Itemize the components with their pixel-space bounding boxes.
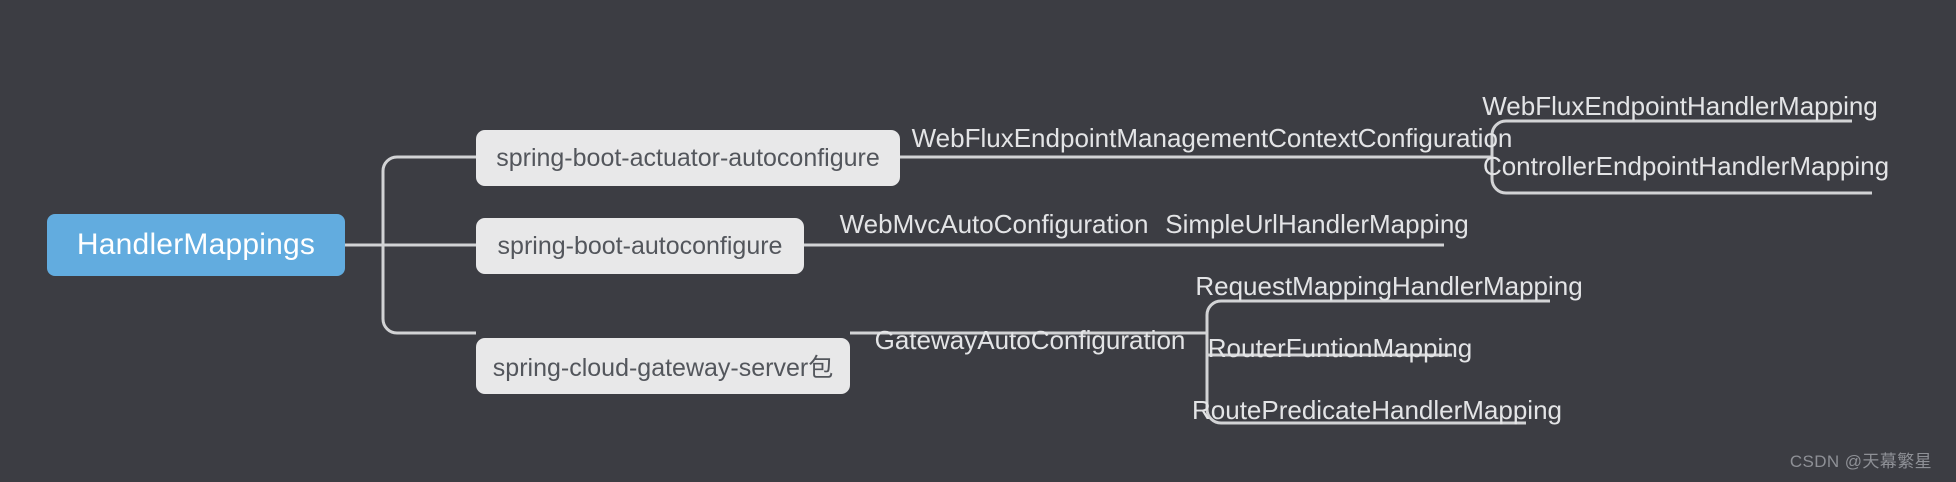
config-node-label: WebMvcAutoConfiguration	[839, 209, 1149, 239]
mapping-node-label: ControllerEndpointHandlerMapping	[1482, 151, 1890, 181]
mapping-node-label: RouterFuntionMapping	[1207, 333, 1473, 363]
module-node-spring-cloud-gateway-server[interactable]: spring-cloud-gateway-server包	[476, 338, 850, 394]
mapping-node-route-predicate-handler-mapping[interactable]: RoutePredicateHandlerMapping	[1192, 382, 1562, 428]
module-node-label: spring-cloud-gateway-server包	[492, 354, 834, 382]
root-node-handler-mappings[interactable]: HandlerMappings	[47, 214, 345, 276]
module-node-label: spring-boot-actuator-autoconfigure	[496, 143, 880, 172]
config-node-label: WebFluxEndpointManagementContextConfigur…	[911, 123, 1513, 153]
connector-root-to-branch-1	[381, 155, 476, 172]
config-node-webflux-endpoint-management-context-configuration[interactable]: WebFluxEndpointManagementContextConfigur…	[912, 110, 1513, 156]
config-node-gateway-auto-configuration[interactable]: GatewayAutoConfiguration	[875, 312, 1186, 358]
mapping-node-request-mapping-handler-mapping[interactable]: RequestMappingHandlerMapping	[1195, 258, 1582, 304]
config-node-label: GatewayAutoConfiguration	[874, 325, 1186, 355]
watermark: CSDN @天幕繁星	[1789, 452, 1932, 471]
module-node-spring-boot-autoconfigure[interactable]: spring-boot-autoconfigure	[476, 218, 804, 274]
mapping-node-label: SimpleUrlHandlerMapping	[1165, 209, 1469, 239]
mapping-node-webflux-endpoint-handler-mapping[interactable]: WebFluxEndpointHandlerMapping	[1482, 78, 1878, 124]
mapping-node-label: RequestMappingHandlerMapping	[1195, 271, 1583, 301]
mapping-node-simple-url-handler-mapping[interactable]: SimpleUrlHandlerMapping	[1165, 196, 1468, 242]
connector-root-to-branch-3	[381, 318, 476, 335]
module-node-label: spring-boot-autoconfigure	[497, 231, 783, 260]
mapping-node-label: WebFluxEndpointHandlerMapping	[1482, 91, 1878, 121]
root-node-label: HandlerMappings	[76, 228, 316, 261]
mapping-node-controller-endpoint-handler-mapping[interactable]: ControllerEndpointHandlerMapping	[1483, 138, 1889, 184]
module-node-spring-boot-actuator-autoconfigure[interactable]: spring-boot-actuator-autoconfigure	[476, 130, 900, 186]
mapping-node-router-funtion-mapping[interactable]: RouterFuntionMapping	[1208, 320, 1473, 366]
mapping-node-label: RoutePredicateHandlerMapping	[1192, 395, 1563, 425]
config-node-webmvc-auto-configuration[interactable]: WebMvcAutoConfiguration	[840, 196, 1149, 242]
